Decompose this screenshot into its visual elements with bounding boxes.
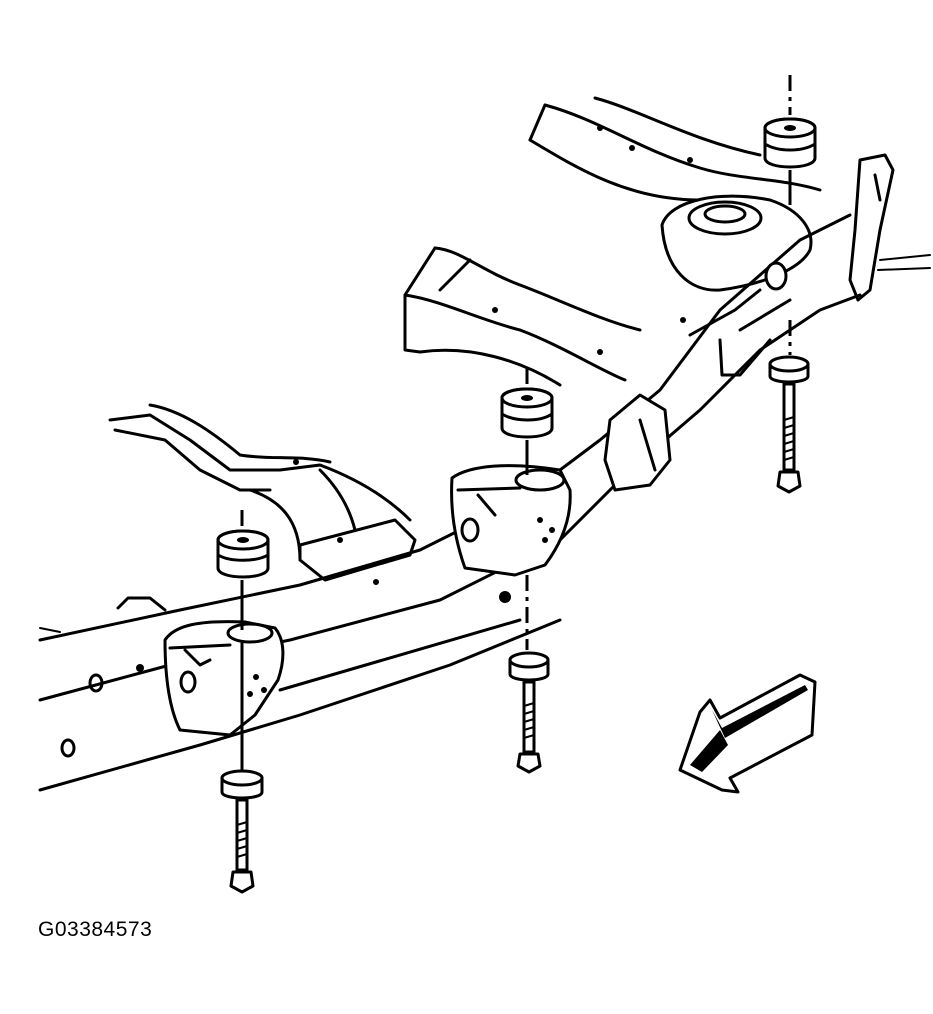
figure-id-label: G03384573 [38,918,153,941]
middle-mount-stack [500,368,554,774]
front-lower-cushion [220,769,264,800]
front-bolt [229,798,255,894]
front-crossmember [108,403,417,585]
middle-upper-cushion [500,387,554,439]
frame-rail [38,213,862,792]
rear-mount-stack [763,75,817,494]
forward-arrow-icon [678,673,817,794]
front-upper-cushion [216,529,270,579]
rear-upper-cushion [763,117,817,169]
front-mount-stack [216,510,270,894]
front-body-mount-bracket [163,620,285,737]
rear-bolt [776,382,802,494]
middle-crossmember [403,246,642,387]
rear-body-mount-bracket [603,393,672,492]
middle-lower-cushion [508,651,550,682]
rear-lower-cushion [768,355,810,384]
middle-bolt [516,680,542,774]
middle-body-mount-bracket [450,464,572,577]
rear-crossmember [528,96,931,302]
